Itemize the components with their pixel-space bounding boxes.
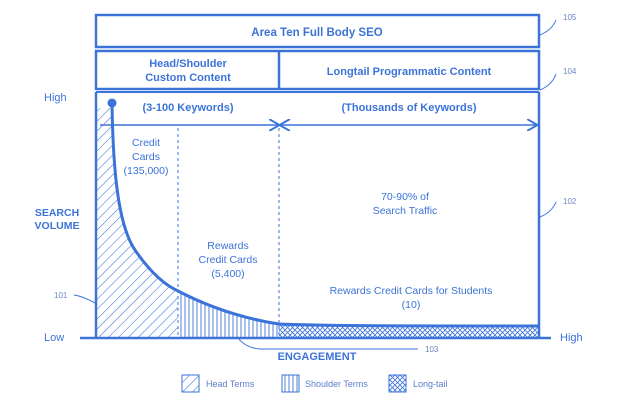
ref-105: 105: [563, 13, 577, 22]
ref-102-leader: [539, 201, 557, 218]
head-terms-curve-area: [112, 108, 178, 337]
diagonal-hatch-icon: [181, 374, 200, 393]
ref-103: 103: [425, 345, 439, 354]
y-low-label: Low: [44, 332, 64, 344]
students-volume: (10): [402, 299, 421, 311]
curve-start-dot: [107, 98, 117, 108]
ref-104-leader: [539, 73, 557, 91]
tail-range-label: (Thousands of Keywords): [341, 102, 476, 114]
head-terms-area: [96, 108, 112, 337]
x-high-label: High: [560, 332, 583, 344]
x-axis-title: ENGAGEMENT: [278, 351, 357, 363]
diagram-title: Area Ten Full Body SEO: [251, 27, 382, 39]
vertical-hatch-icon: [281, 374, 300, 393]
rewards-line1: Rewards: [207, 240, 248, 252]
head-range-label: (3-100 Keywords): [142, 102, 233, 114]
y-high-label: High: [44, 92, 67, 104]
credit-cards-line1: Credit: [132, 137, 160, 149]
shoulder-terms-area: [178, 291, 279, 337]
ref-101: 101: [54, 291, 68, 300]
legend: Head Terms Shoulder Terms Long-tail: [181, 374, 448, 393]
legend-head-terms: Head Terms: [206, 379, 255, 389]
head-col-line1: Head/Shoulder: [149, 58, 227, 70]
credit-cards-volume: (135,000): [124, 165, 169, 177]
demand-curve: [110, 102, 540, 328]
head-col-line2: Custom Content: [145, 72, 231, 84]
legend-shoulder-terms: Shoulder Terms: [305, 379, 368, 389]
traffic-line2: Search Traffic: [373, 205, 438, 217]
ref-101-leader: [73, 294, 96, 304]
ref-104: 104: [563, 67, 577, 76]
traffic-line1: 70-90% of: [381, 191, 429, 203]
rewards-volume: (5,400): [211, 268, 244, 280]
y-axis-title-line1: SEARCH: [35, 207, 79, 219]
rewards-line2: Credit Cards: [199, 254, 258, 266]
ref-102: 102: [563, 197, 577, 206]
tail-col-title: Longtail Programmatic Content: [327, 66, 492, 78]
y-axis-title-line2: VOLUME: [35, 220, 80, 232]
ref-105-leader: [539, 19, 557, 36]
ref-103-leader: [237, 337, 418, 350]
credit-cards-line2: Cards: [132, 151, 160, 163]
crosshatch-icon: [388, 374, 407, 393]
students-line1: Rewards Credit Cards for Students: [330, 285, 493, 297]
legend-long-tail: Long-tail: [413, 379, 448, 389]
